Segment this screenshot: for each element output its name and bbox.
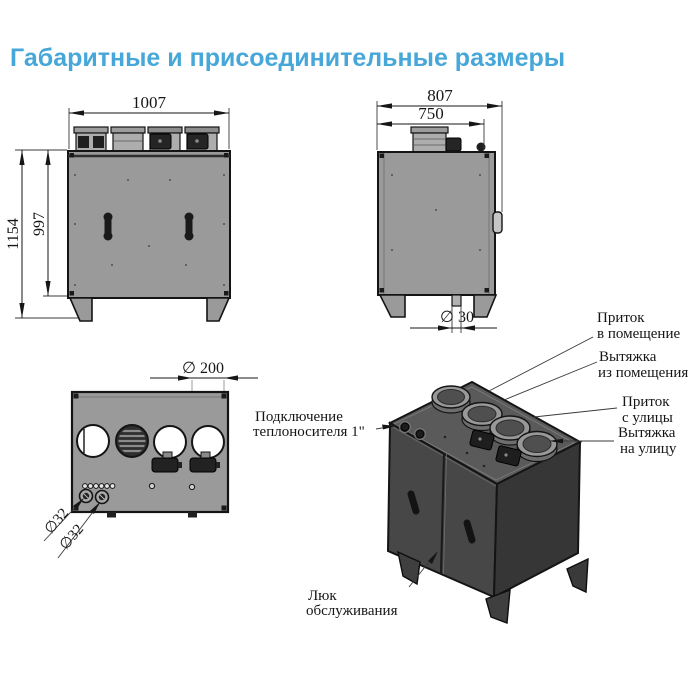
label-supply-street-line1: Приток xyxy=(622,394,670,410)
iso-leg-front xyxy=(485,588,511,624)
side-view: 807 750 ∅ 30 xyxy=(376,86,503,333)
label-service-hatch-line1: Люк xyxy=(308,588,337,604)
heat-pipe-fitting-b xyxy=(94,489,110,505)
iso-heat-fittings xyxy=(399,421,426,440)
side-view-knob xyxy=(476,142,486,152)
front-view-body xyxy=(67,150,231,299)
side-view-duct xyxy=(410,126,486,153)
damper-actuator xyxy=(495,445,522,467)
iso-door-handles xyxy=(407,490,476,544)
dim-front-width-text: 1007 xyxy=(132,93,167,112)
iso-ducts xyxy=(431,385,558,467)
annotations: Приток в помещение Вытяжка из помещения … xyxy=(253,310,688,619)
front-view-legs xyxy=(68,297,231,322)
top-view-fittings xyxy=(78,482,196,505)
page-title: Габаритные и присоединительные размеры xyxy=(10,44,566,72)
dim-front-heights: 1154 997 xyxy=(5,149,78,319)
dim-front-height-body-text: 997 xyxy=(31,212,48,236)
top-view: ∅ 200 xyxy=(42,360,258,559)
drain-pipe xyxy=(451,294,462,307)
dim-drain-text: ∅ 30 xyxy=(440,309,474,326)
iso-screws xyxy=(443,435,486,468)
label-heat-carrier-line2: теплоносителя 1" xyxy=(253,424,365,440)
side-door-handle xyxy=(492,211,503,234)
side-view-body xyxy=(377,151,503,296)
side-view-legs xyxy=(378,294,498,318)
front-door-handle-left xyxy=(103,212,113,241)
top-view-leg-tab xyxy=(107,512,116,518)
dim-duct-text: ∅ 200 xyxy=(182,360,224,377)
dim-duct: ∅ 200 xyxy=(150,360,258,440)
front-view: 1007 1154 997 xyxy=(5,93,231,322)
dim-drain: ∅ 30 xyxy=(410,306,497,333)
dim-front-height-total-text: 1154 xyxy=(5,218,22,249)
service-hatch-seam xyxy=(440,452,447,575)
front-view-ducts xyxy=(73,126,220,152)
top-view-leg-tab xyxy=(188,512,197,518)
side-view-screws xyxy=(391,174,481,251)
damper-actuator xyxy=(469,429,495,451)
iso-leg-right xyxy=(566,557,589,594)
iso-view xyxy=(386,380,589,624)
label-service-hatch-line2: обслуживания xyxy=(306,603,398,619)
dim-side-depth-total-text: 807 xyxy=(427,86,453,105)
label-supply-in-line2: в помещение xyxy=(597,326,680,342)
label-exhaust-street-line1: Вытяжка xyxy=(618,425,676,441)
label-exhaust-from-line2: из помещения xyxy=(598,365,688,381)
dim-side-depth-body-text: 750 xyxy=(418,104,444,123)
label-heat-carrier-line1: Подключение xyxy=(255,409,343,425)
label-supply-in-line1: Приток xyxy=(597,310,645,326)
iso-leg-left xyxy=(397,550,421,586)
dim-front-width: 1007 xyxy=(68,93,230,149)
front-door-handle-right xyxy=(184,212,194,241)
label-exhaust-from-line1: Вытяжка xyxy=(599,349,657,365)
top-view-ducts xyxy=(76,424,225,473)
label-exhaust-street-line2: на улицу xyxy=(620,441,677,457)
front-view-screws xyxy=(74,174,225,286)
dim-side-depths: 807 750 xyxy=(376,86,503,212)
label-supply-street-line2: с улицы xyxy=(622,410,673,426)
